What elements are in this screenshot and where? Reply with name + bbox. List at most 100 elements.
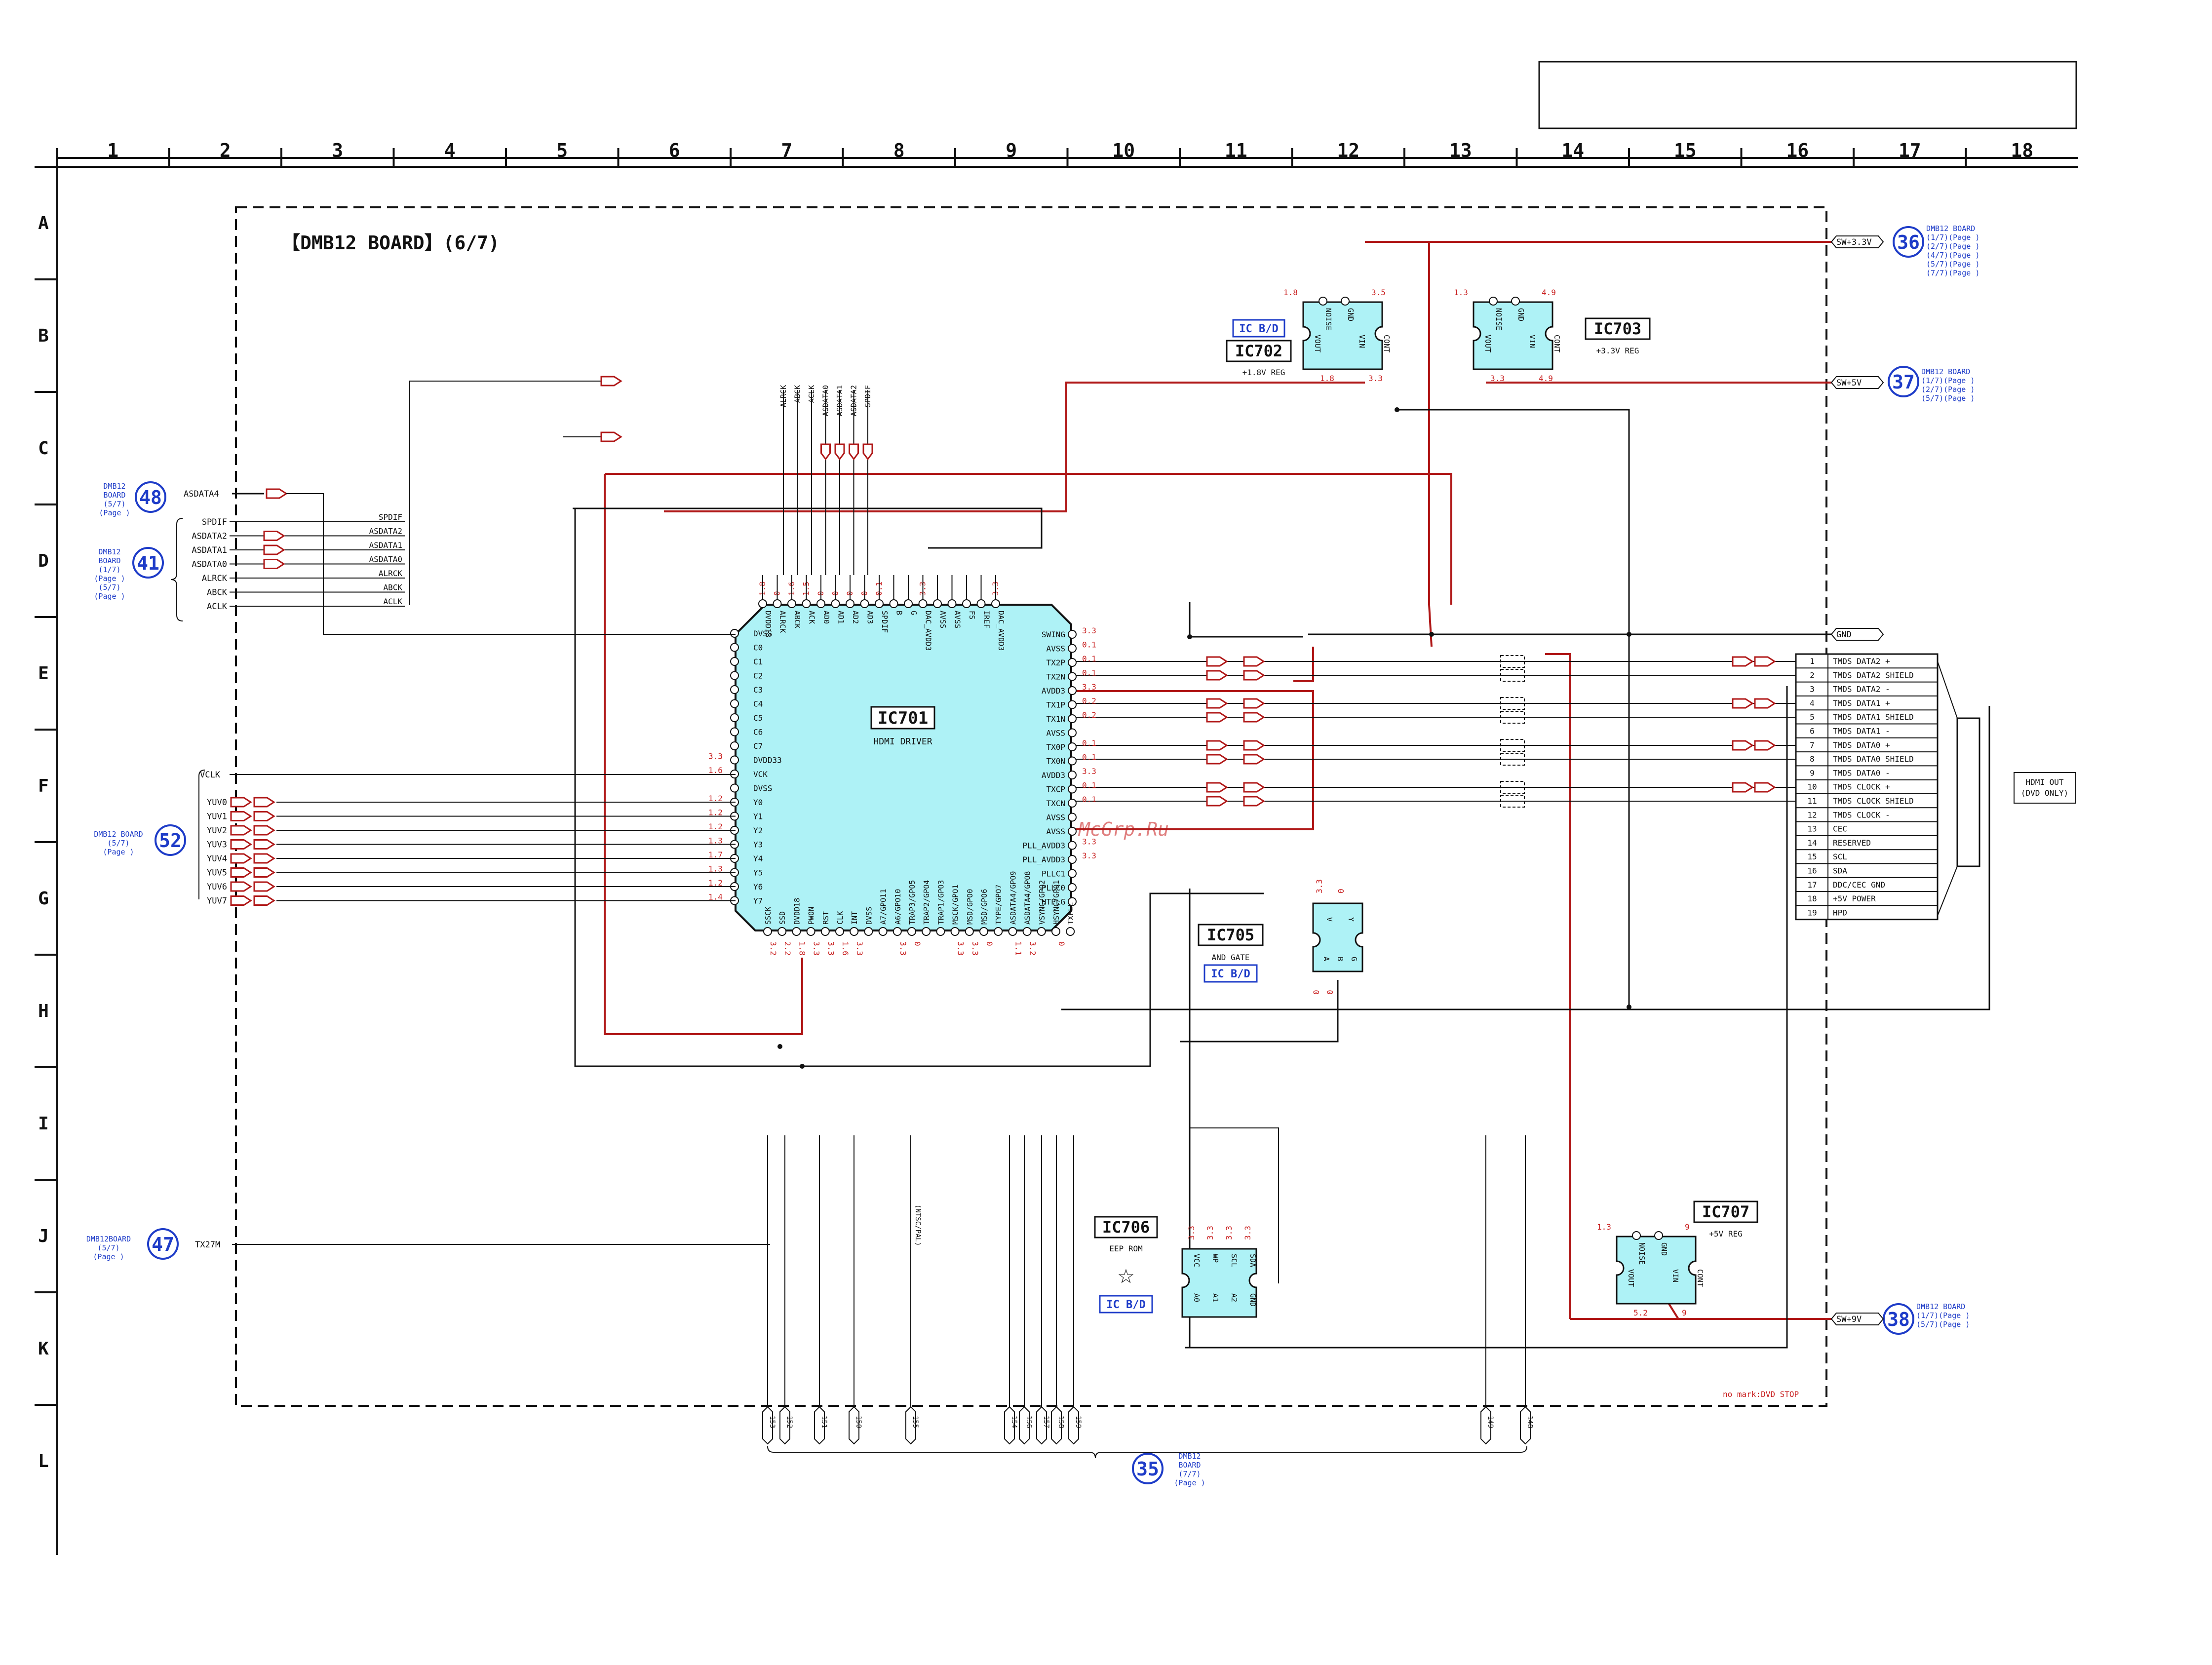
ic701-pin (1068, 869, 1077, 878)
ic705-pin-name: A (1322, 957, 1331, 961)
ic701-pin-name: VCK (753, 770, 768, 779)
board-ref-text: DMB12BOARD (86, 1235, 131, 1243)
signal-arrow-tmds (1206, 712, 1228, 723)
connector-pin-number: 6 (1810, 727, 1815, 736)
board-ref-text: (1/7)(Page ) (1916, 1311, 1970, 1320)
ic701-pin-name: ACK (808, 611, 816, 624)
connector-signal-name: TMDS CLOCK - (1833, 810, 1890, 819)
connector-pin-number: 5 (1810, 712, 1815, 722)
ic701-pin (792, 927, 801, 936)
board-ref-text: (2/7)(Page ) (1921, 385, 1975, 394)
ic701-pin (730, 643, 739, 652)
net-label-left: ASDATA1 (192, 545, 227, 555)
connector-signal-name: TMDS DATA1 SHIELD (1833, 712, 1914, 722)
bottom-connector-pin (762, 1406, 773, 1445)
grid-column-label: 6 (669, 140, 680, 161)
ic703-name: IC703 (1594, 319, 1641, 338)
ic701-pin-name: MSCK/GPO1 (951, 885, 960, 925)
ic701-pin (1068, 784, 1077, 794)
ic701-pin-voltage: 1.3 (708, 864, 723, 874)
ic706-pin-voltage: 3.3 (1187, 1226, 1196, 1240)
ic705-pin-voltage: 0 (1312, 990, 1321, 995)
ic701-pin-name: AVSS (938, 611, 947, 628)
ic701-pin (1008, 927, 1017, 936)
grid-row-label: G (38, 889, 49, 909)
ic701-pin-voltage: 3.3 (898, 941, 908, 956)
ic701-pin-name: Y6 (753, 882, 763, 891)
ic701-pin (1068, 686, 1077, 695)
signal-arrow-tmds (1243, 670, 1265, 681)
ic701-pin (1051, 927, 1060, 936)
ic703-pin (1511, 297, 1520, 306)
signal-arrow-yuv (230, 881, 252, 892)
ic701-pin (1068, 700, 1077, 709)
net-label-yuv: YUV0 (207, 798, 227, 808)
connector-pin-number: 2 (1810, 670, 1815, 680)
board-ref-text: (1/7) (98, 565, 120, 574)
ic701-desc: HDMI DRIVER (873, 736, 932, 747)
ic701-pin (730, 671, 739, 680)
ic701-pin (1068, 799, 1077, 808)
connector-signal-name: +5V POWER (1833, 894, 1876, 903)
ic701-pin-name: C2 (753, 671, 763, 681)
board-ref-text: BOARD (103, 491, 125, 500)
ic701-pin-name: PLL_AVDD3 (1022, 841, 1065, 851)
board-title: 【DMB12 BOARD】(6/7) (281, 232, 500, 254)
ic701-pin-name: VSYNC/GPO2 (1038, 880, 1047, 925)
signal-arrow-tmds (1206, 796, 1228, 807)
ic701-pin-name: AD1 (837, 611, 846, 624)
signal-arrow-yuv (230, 867, 252, 878)
ic701-pin-name: PLLC0 (1042, 883, 1065, 892)
hdmi-jack-body (1956, 717, 1980, 867)
grid-column-label: 4 (444, 140, 456, 161)
connector-signal-name: TMDS DATA2 SHIELD (1833, 670, 1914, 680)
bottom-connector-pin-number: 155 (911, 1416, 919, 1428)
signal-arrow-tmds (1243, 740, 1265, 751)
net-label-sw33-tag (1830, 235, 1884, 248)
ic701-pin-name: TRAP2/GPO4 (922, 880, 931, 925)
ic705-body (1312, 902, 1363, 972)
ic707-pin (1654, 1231, 1663, 1240)
board-ref-number: 37 (1892, 371, 1915, 393)
ic702-name: IC702 (1235, 342, 1282, 360)
ic701-pin-name: DVSS (753, 629, 773, 638)
signal-arrow-yuv (253, 895, 275, 906)
bottom-pal-label: (NTSC/PAL) (914, 1204, 922, 1246)
ic701-pin (1068, 644, 1077, 653)
ic701-pin (730, 685, 739, 694)
net-label-sw5-tag (1830, 376, 1884, 389)
board-ref-text: DMB12 (98, 547, 120, 556)
wire-gnd-loop (574, 508, 1264, 1067)
signal-arrow-route (600, 431, 622, 442)
ic701-pin-name: DAC_AVDD3 (924, 611, 933, 651)
ic701-pin-name: CLK (836, 911, 845, 925)
ic701-pin-name: ASDATA4/GPO8 (1023, 871, 1032, 925)
ic701-pin (933, 599, 942, 608)
ic701-pin (1022, 927, 1032, 936)
ic701-pin-voltage: 3.3 (855, 941, 864, 956)
bracket-group41 (170, 518, 183, 621)
ic701-pin (1068, 742, 1077, 751)
grid-column-label: 10 (1112, 140, 1135, 161)
ic701-pin-name: C6 (753, 728, 763, 737)
ic701-pin-name: C5 (753, 713, 763, 723)
signal-arrow-yuv (230, 895, 252, 906)
board-ref-bubble (147, 1228, 179, 1260)
ic702-pin-name: VIN (1358, 335, 1366, 348)
signal-arrow-tmds (1206, 782, 1228, 793)
ic701-pin-voltage: 3.3 (970, 941, 980, 956)
ic701-pin (730, 755, 739, 765)
ic701-pin-name: DVDD33 (753, 756, 782, 765)
ic706-name-box (1094, 1216, 1158, 1239)
ic703-v-out: 3.3 (1490, 374, 1505, 383)
ic701-pin-voltage: 1.2 (708, 822, 723, 831)
emi-filter (1500, 669, 1525, 682)
connector-pin-number: 19 (1807, 908, 1817, 917)
wire-gnd-2 (1189, 602, 1303, 638)
ic701-pin (831, 599, 840, 608)
ic701-pin-name: Y3 (753, 840, 763, 850)
ic706-desc: EEP ROM (1109, 1244, 1142, 1253)
